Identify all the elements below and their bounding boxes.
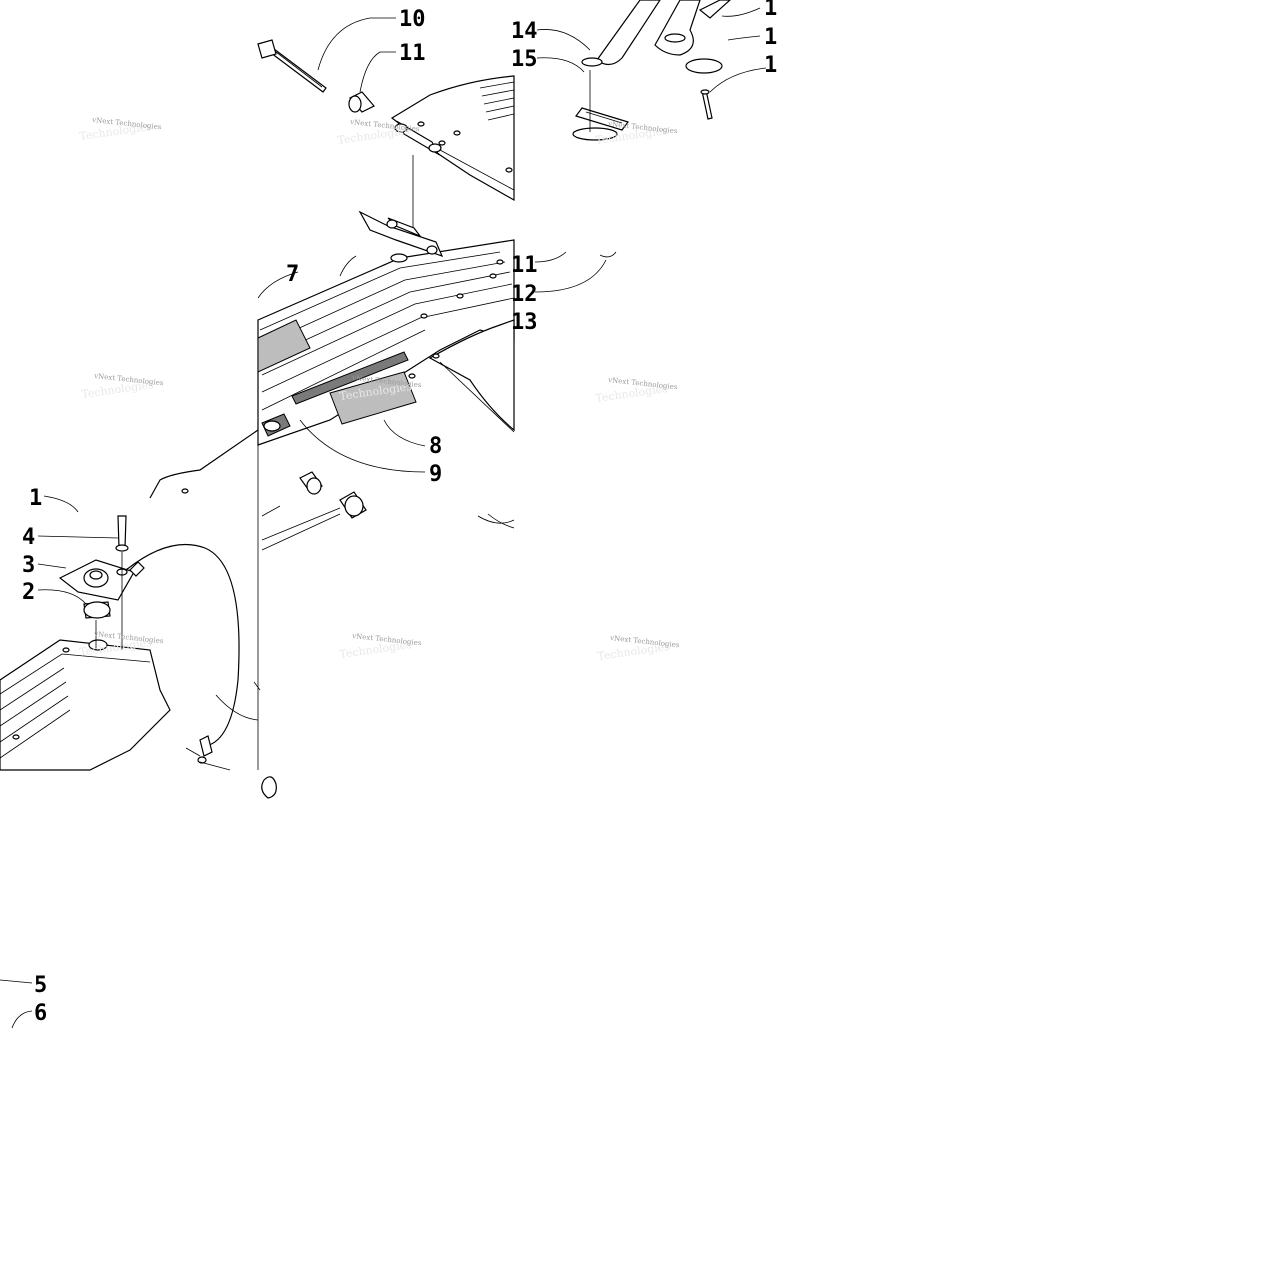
- callout-4: 4: [22, 525, 35, 550]
- main-tunnel-section: [257, 210, 617, 799]
- callout-12: 12: [511, 282, 538, 307]
- callout-13: 13: [511, 310, 538, 335]
- callout-edge-1c: 1: [764, 53, 777, 78]
- callout-edge-1b: 1: [764, 25, 777, 50]
- upper-tunnel-section: [257, 39, 515, 235]
- leader-lines: [0, 7, 767, 1029]
- callout-edge-1a: 1: [764, 0, 777, 21]
- callout-8: 8: [429, 434, 442, 459]
- callout-11: 11: [399, 41, 426, 66]
- callout-3: 3: [22, 553, 35, 578]
- callout-10: 10: [399, 7, 426, 32]
- callout-6: 6: [34, 1001, 47, 1026]
- callout-2: 2: [22, 580, 35, 605]
- right-panel-bracket-assembly: [572, 0, 731, 141]
- callout-7: 7: [286, 262, 299, 287]
- callout-9: 9: [429, 462, 442, 487]
- left-panel-latch-assembly: [0, 429, 261, 771]
- callout-11: 11: [511, 253, 538, 278]
- callout-labels: 10 11 14 15 1 1 1 7 11 12 13 8 9 1 4 3 2…: [22, 0, 777, 1026]
- callout-15: 15: [511, 47, 538, 72]
- watermarks: Technologies vNext Technologies Technolo…: [79, 116, 681, 663]
- callout-5: 5: [34, 973, 47, 998]
- callout-14: 14: [511, 19, 538, 44]
- callout-1: 1: [29, 486, 42, 511]
